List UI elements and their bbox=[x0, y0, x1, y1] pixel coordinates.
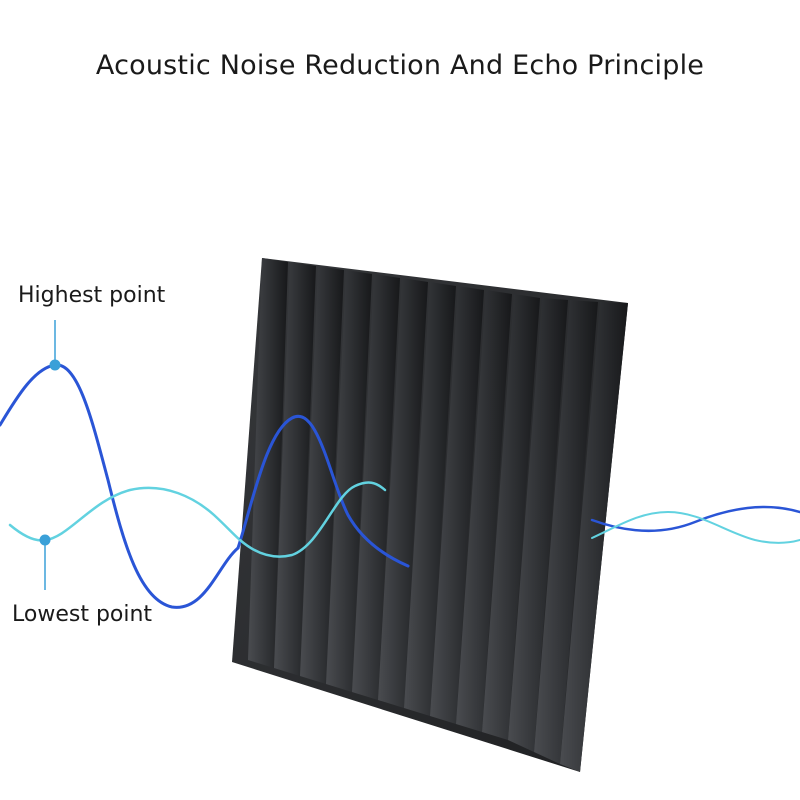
secondary-wave-incoming bbox=[8, 486, 242, 542]
foam-ridge bbox=[534, 300, 598, 764]
diagram-title: Acoustic Noise Reduction And Echo Princi… bbox=[95, 50, 705, 81]
foam-ridge bbox=[248, 258, 288, 668]
acoustic-foam-panel bbox=[232, 258, 628, 772]
foam-ridge bbox=[404, 282, 456, 716]
secondary-wave-outgoing bbox=[591, 510, 800, 544]
foam-ridge bbox=[430, 286, 484, 724]
lowest-point-dot bbox=[39, 534, 51, 546]
foam-ridge bbox=[274, 262, 316, 676]
lowest-point-label: Lowest point bbox=[12, 602, 153, 627]
foam-ridge bbox=[326, 270, 372, 692]
primary-wave-incoming bbox=[0, 363, 240, 609]
foam-ridge bbox=[482, 294, 540, 740]
foam-ridge bbox=[300, 266, 344, 684]
lowest-point-marker bbox=[39, 534, 51, 590]
foam-ridges bbox=[248, 258, 628, 772]
highest-point-label: Highest point bbox=[18, 283, 166, 308]
foam-ridge bbox=[456, 290, 512, 732]
primary-wave-outgoing bbox=[590, 505, 800, 533]
foam-ridge bbox=[508, 298, 568, 752]
secondary-wave-panel bbox=[238, 481, 387, 558]
highest-point-marker bbox=[49, 320, 61, 371]
highest-point-dot bbox=[49, 359, 61, 371]
foam-ridge bbox=[378, 278, 428, 708]
primary-wave-panel bbox=[236, 414, 410, 568]
foam-ridge bbox=[352, 274, 400, 700]
